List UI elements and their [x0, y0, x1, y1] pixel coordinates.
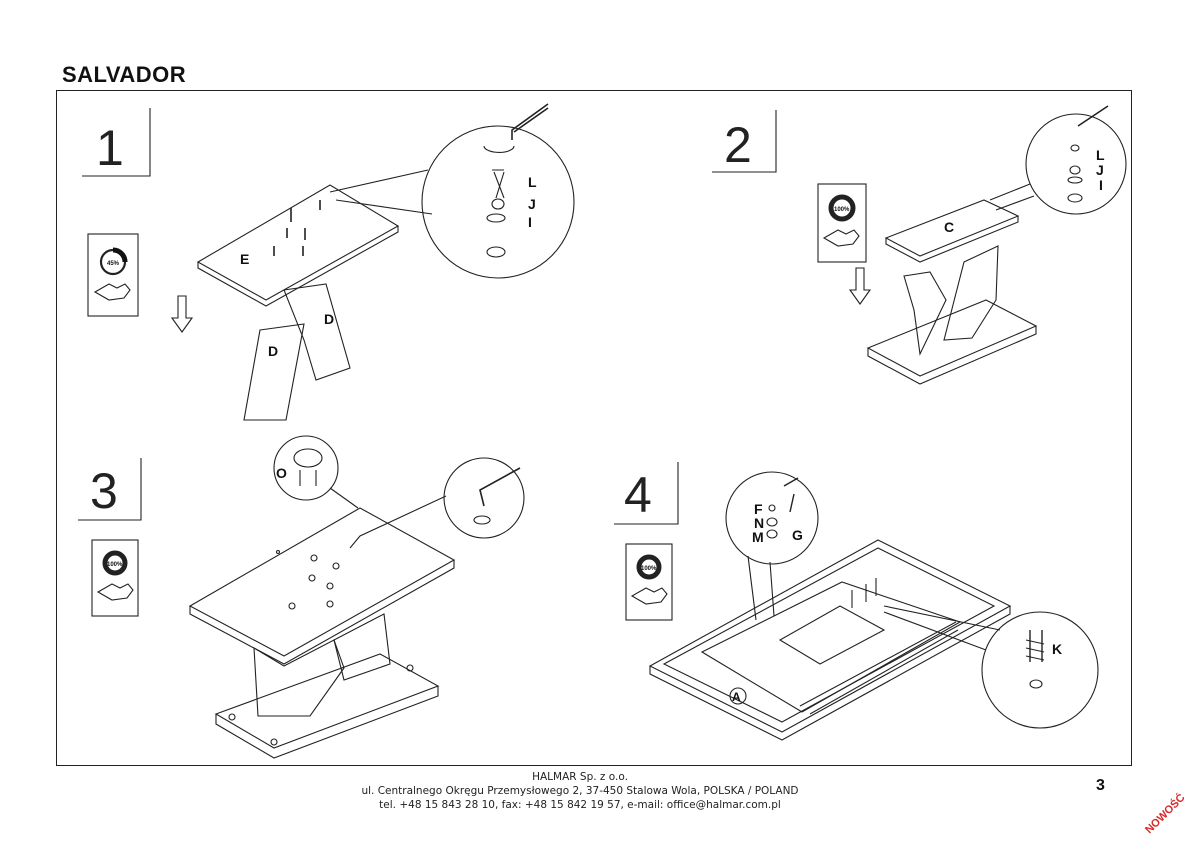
callout-line: [329, 487, 359, 509]
leg-pedestal: [253, 639, 345, 717]
part-label-l: L: [1096, 147, 1105, 163]
insert-hole-icon: [1029, 679, 1043, 689]
tighten-icon-box: [87, 233, 139, 317]
extension-leaf: [778, 605, 886, 665]
detail-circle: [981, 611, 1099, 729]
glide-o-icon: [293, 448, 323, 468]
part-label-n: N: [754, 515, 764, 531]
mounting-holes: [275, 549, 340, 610]
step-number: 4: [624, 467, 652, 523]
tighten-percent: 45%: [107, 261, 120, 267]
step-2: 2 100% C L J I: [712, 105, 1127, 385]
washer-i-icon: [1067, 176, 1083, 184]
step-number-bracket: [78, 458, 142, 521]
callout-lines: [989, 183, 1035, 211]
step-number: 3: [90, 463, 118, 519]
part-label-i: I: [1099, 177, 1103, 193]
part-label-a: A: [732, 690, 741, 704]
step-number-bracket: [82, 108, 151, 177]
callout-lines: [329, 169, 433, 215]
insert-hole-icon: [1067, 193, 1083, 203]
allen-key-icon: [1077, 105, 1109, 127]
tighten-dial-icon: [636, 554, 662, 580]
tighten-percent: 100%: [641, 566, 657, 572]
detail-circle: [725, 471, 819, 565]
hand-wrench-icon: [630, 587, 668, 605]
spring-washer-j-icon: [1069, 165, 1081, 175]
company-address: ul. Centralnego Okręgu Przemysłowego 2, …: [361, 785, 799, 797]
company-footer: HALMAR Sp. z o.o. ul. Centralnego Okręgu…: [330, 770, 830, 812]
screw-icons: [273, 200, 321, 256]
leg-right: [943, 245, 999, 341]
base-plate: [866, 299, 1038, 377]
glide-detail-circle: [273, 435, 339, 501]
allen-key-icon: [479, 467, 521, 507]
allen-key-icon: [511, 103, 549, 140]
washer-i-icon: [486, 213, 506, 223]
step-number: 1: [96, 120, 124, 176]
callout-line: [349, 495, 447, 549]
down-arrow-icon: [848, 267, 872, 305]
extension-mechanism: [700, 581, 962, 713]
tighten-icon-box: [91, 539, 139, 617]
spring-washer-j-icon: [491, 198, 505, 210]
insert-hole-icon: [486, 246, 506, 258]
hand-wrench-icon: [822, 229, 860, 247]
company-name: HALMAR Sp. z o.o.: [532, 771, 628, 783]
part-label-k: K: [1052, 641, 1062, 657]
part-label-e: E: [240, 251, 249, 267]
step-1: 1 45% E D D L J I: [82, 103, 575, 421]
table-top-inverted: [188, 507, 456, 657]
leg-d-front: [243, 323, 305, 421]
part-label-d: D: [268, 343, 278, 359]
part-label-g: G: [792, 527, 803, 543]
step-number: 2: [724, 117, 752, 173]
table-top-e: [196, 184, 400, 301]
tighten-percent: 100%: [834, 207, 850, 213]
callout-lines: [883, 605, 1001, 651]
part-label-d: D: [324, 311, 334, 327]
part-label-m: M: [752, 529, 764, 545]
slide-rail: [799, 621, 959, 715]
tighten-percent: 100%: [107, 562, 123, 568]
allen-key-icon: [783, 477, 799, 513]
detail-circle: [1025, 113, 1127, 215]
bolt-l-icon: [492, 169, 505, 199]
callout-lines: [747, 555, 775, 621]
insert-hole-icon: [473, 515, 491, 525]
hand-wrench-icon: [93, 283, 131, 301]
leg-d-back: [283, 283, 351, 381]
step-number-bracket: [614, 462, 679, 525]
company-contact: tel. +48 15 843 28 10, fax: +48 15 842 1…: [379, 799, 781, 811]
detail-circle: [443, 457, 525, 539]
document-title: SALVADOR: [62, 62, 187, 87]
leg-pedestal-back: [333, 613, 391, 681]
tighten-dial-icon: [828, 194, 856, 222]
instruction-frame: [56, 90, 1132, 766]
step-4: 4 100% A F N M G K: [614, 462, 1099, 741]
part-label-i: I: [528, 214, 532, 230]
part-label-o: O: [276, 465, 287, 481]
tighten-icon-box: [817, 183, 867, 263]
down-arrow-icon: [170, 295, 194, 333]
frame-label-circle: [729, 687, 747, 705]
part-label-j: J: [1096, 162, 1104, 178]
part-label-c: C: [944, 219, 954, 235]
tighten-progress-icon: [112, 247, 128, 263]
leg-left: [903, 271, 947, 356]
part-label-l: L: [528, 174, 537, 190]
step-3: 3 100% O: [78, 435, 525, 759]
part-label-f: F: [754, 501, 763, 517]
hand-wrench-icon: [96, 583, 134, 601]
page-number: 3: [1096, 777, 1105, 794]
tighten-dial-icon: [102, 550, 128, 576]
step-number-bracket: [712, 110, 777, 173]
rotation-arrow-icon: [483, 145, 515, 153]
tighten-icon-box: [625, 543, 673, 621]
part-label-j: J: [528, 196, 536, 212]
bolt-l-icon: [1070, 144, 1080, 152]
base-plate: [214, 653, 440, 749]
detail-circle: [421, 125, 575, 279]
